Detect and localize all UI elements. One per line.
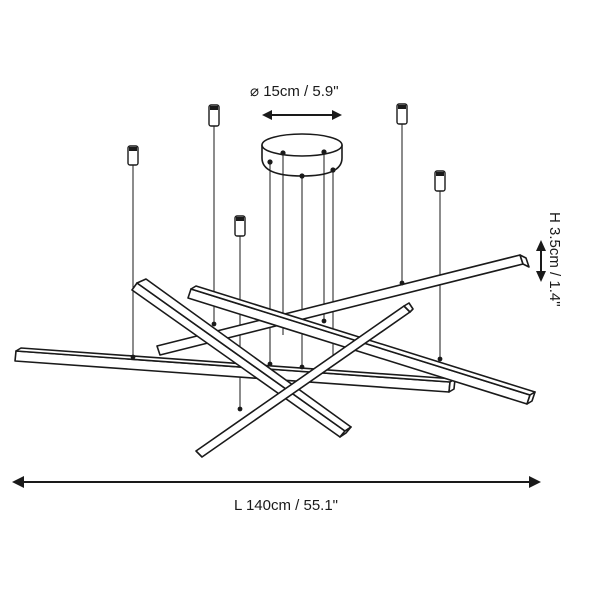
canopy-diameter-label: ⌀ 15cm / 5.9": [250, 83, 339, 100]
height-arrow: [536, 240, 546, 282]
cable-grippers: [127, 103, 446, 410]
length-label: L 140cm / 55.1": [234, 497, 338, 514]
light-bar-rising-diagonal: [195, 302, 414, 458]
light-bars: [14, 254, 536, 458]
canopy-diameter-arrow: [262, 110, 342, 120]
attachment-points: [130, 280, 443, 412]
length-arrow: [12, 476, 541, 488]
ceiling-canopy: [261, 133, 343, 179]
light-bar-steep-diagonal: [131, 278, 352, 438]
height-label: H 3.5cm / 1.4": [546, 212, 563, 307]
suspension-cables: [269, 153, 334, 368]
light-bar-upper-right: [156, 254, 530, 356]
